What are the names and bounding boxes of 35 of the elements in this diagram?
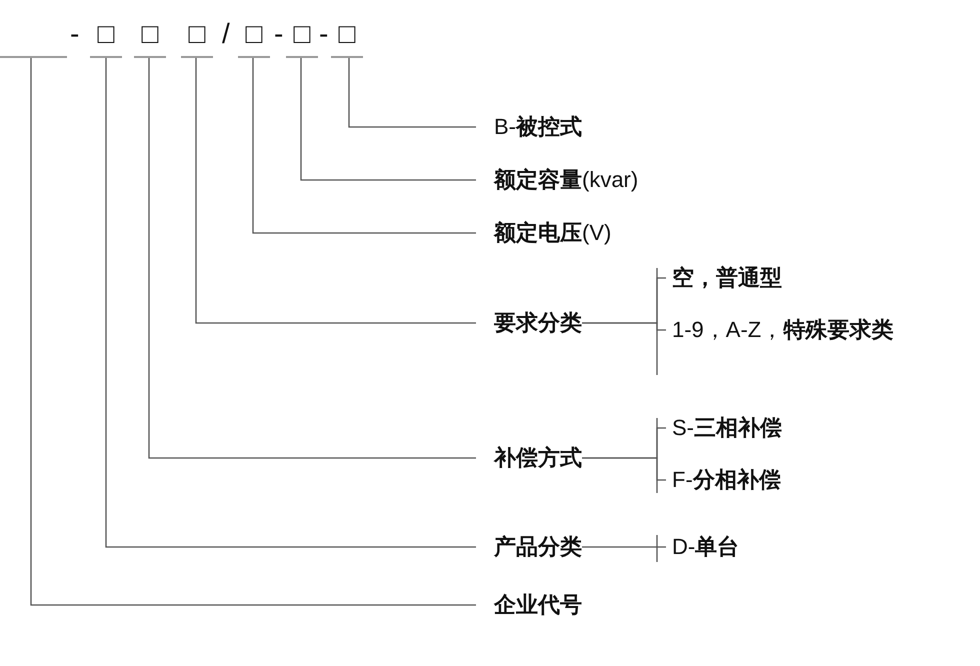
- field-description: 补偿方式: [476, 444, 582, 472]
- code-slot: □: [181, 0, 213, 58]
- bracket-connector: [582, 546, 666, 548]
- option-text: D-单台: [666, 533, 740, 561]
- code-slot: □: [286, 0, 318, 58]
- leader-line: [105, 58, 476, 548]
- field-description: 产品分类: [476, 533, 582, 561]
- leader-line: [252, 58, 476, 234]
- field-description: 要求分类: [476, 309, 582, 337]
- leader-line: [348, 58, 476, 128]
- separator-text: -: [274, 20, 284, 48]
- code-slot: □: [134, 0, 166, 58]
- option-text: F-分相补偿: [666, 466, 781, 494]
- option-text: 1-9，A-Z，特殊要求类: [666, 316, 894, 344]
- separator-text: -: [319, 20, 328, 48]
- field-description: 企业代号: [476, 591, 582, 619]
- option-text: 空，普通型: [666, 264, 782, 292]
- bracket-line: [656, 418, 658, 493]
- separator-text: /: [222, 20, 230, 48]
- code-slot: □: [90, 0, 122, 58]
- code-slot: □: [238, 0, 270, 58]
- field-description: B-被控式: [476, 113, 582, 141]
- separator-text: -: [70, 20, 80, 48]
- bracket-connector: [582, 457, 666, 481]
- field-description: 额定容量(kvar): [476, 166, 638, 194]
- leader-line: [195, 58, 476, 324]
- bracket-line: [656, 268, 658, 375]
- field-description: 额定电压(V): [476, 219, 612, 247]
- bracket-line: [656, 535, 658, 562]
- option-text: S-三相补偿: [666, 414, 782, 442]
- code-slot: □: [331, 0, 363, 58]
- leader-line: [30, 58, 476, 606]
- bracket-connector: [582, 322, 666, 331]
- leader-line: [300, 58, 476, 181]
- leader-line: [148, 58, 476, 459]
